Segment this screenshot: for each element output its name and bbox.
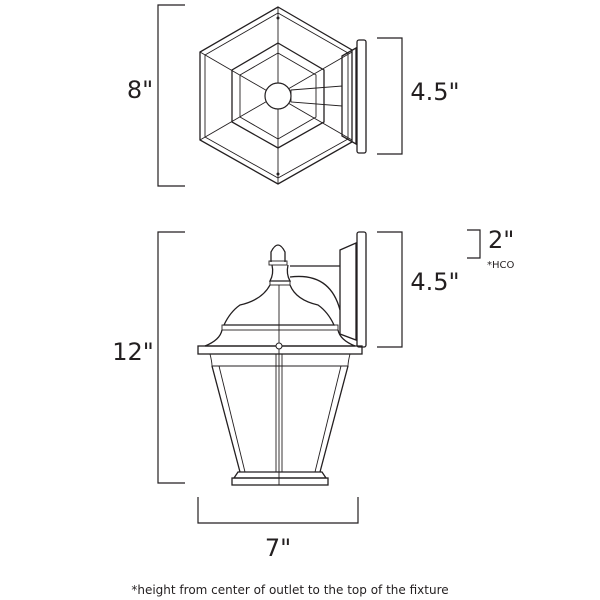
label-2in: 2" — [488, 226, 514, 254]
label-hco: *HCO — [487, 260, 515, 271]
dimension-bracket-4-5in-top — [377, 37, 403, 155]
dimension-bracket-2in-hco — [467, 229, 481, 259]
dimension-bracket-8in — [157, 4, 185, 187]
dimension-bracket-4-5in-side — [377, 231, 403, 348]
label-4-5in-top: 4.5" — [410, 78, 459, 106]
label-12in: 12" — [112, 338, 154, 366]
label-4-5in-side: 4.5" — [410, 268, 459, 296]
label-7in: 7" — [265, 534, 291, 562]
dimension-bracket-7in — [197, 497, 359, 524]
top-view-fixture — [199, 6, 367, 185]
side-view-lantern — [197, 231, 367, 486]
label-8in: 8" — [127, 76, 153, 104]
footnote: *height from center of outlet to the top… — [131, 583, 448, 597]
dimension-bracket-12in — [157, 231, 185, 484]
